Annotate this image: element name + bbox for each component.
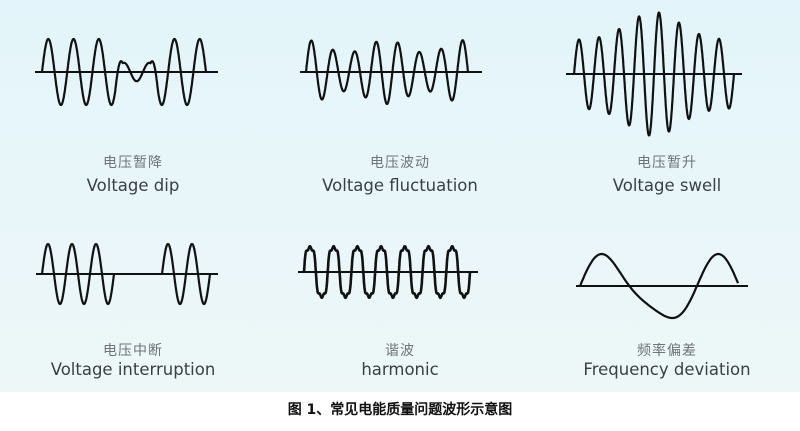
interruption-wave-after xyxy=(160,242,212,306)
figure-caption: 图 1、常见电能质量问题波形示意图 xyxy=(287,402,513,418)
harmonic-waveform xyxy=(298,244,478,300)
voltage-interruption-cn-label: 电压中断 xyxy=(103,343,163,359)
voltage-fluctuation-waveform xyxy=(300,39,482,106)
dip-wave xyxy=(40,37,208,107)
frequency-deviation-en-label: Frequency deviation xyxy=(583,360,751,379)
panel-voltage-fluctuation: 电压波动 Voltage fluctuation xyxy=(267,0,533,196)
voltage-interruption-en-label: Voltage interruption xyxy=(50,360,216,379)
frequency-deviation-cn-label: 频率偏差 xyxy=(637,343,697,359)
voltage-interruption-waveform xyxy=(36,242,218,306)
voltage-swell-waveform xyxy=(566,11,742,137)
voltage-dip-cn-label: 电压暂降 xyxy=(103,155,163,171)
diagram-panel: 电压暂降 Voltage dip 电压波动 Voltage fluctuatio… xyxy=(0,0,800,392)
interruption-wave-before xyxy=(40,242,116,306)
voltage-fluctuation-cn-label: 电压波动 xyxy=(370,155,430,171)
panel-voltage-interruption: 电压中断 Voltage interruption xyxy=(0,196,266,392)
harmonic-cn-label: 谐波 xyxy=(385,343,415,359)
voltage-dip-waveform xyxy=(35,37,218,107)
panel-frequency-deviation: 频率偏差 Frequency deviation xyxy=(534,196,800,392)
voltage-swell-en-label: Voltage swell xyxy=(612,176,722,195)
harmonic-wave xyxy=(302,244,472,300)
panel-harmonic: 谐波 harmonic xyxy=(267,196,533,392)
frequency-deviation-waveform xyxy=(576,252,748,320)
swell-wave xyxy=(572,11,736,137)
panel-voltage-swell: 电压暂升 Voltage swell xyxy=(534,0,800,196)
voltage-swell-cn-label: 电压暂升 xyxy=(637,155,697,171)
fluctuation-wave xyxy=(304,39,470,106)
harmonic-en-label: harmonic xyxy=(361,360,439,379)
panel-voltage-dip: 电压暂降 Voltage dip xyxy=(0,0,266,196)
voltage-dip-en-label: Voltage dip xyxy=(86,176,180,195)
voltage-fluctuation-en-label: Voltage fluctuation xyxy=(322,176,478,195)
frequency-wave xyxy=(578,252,740,320)
